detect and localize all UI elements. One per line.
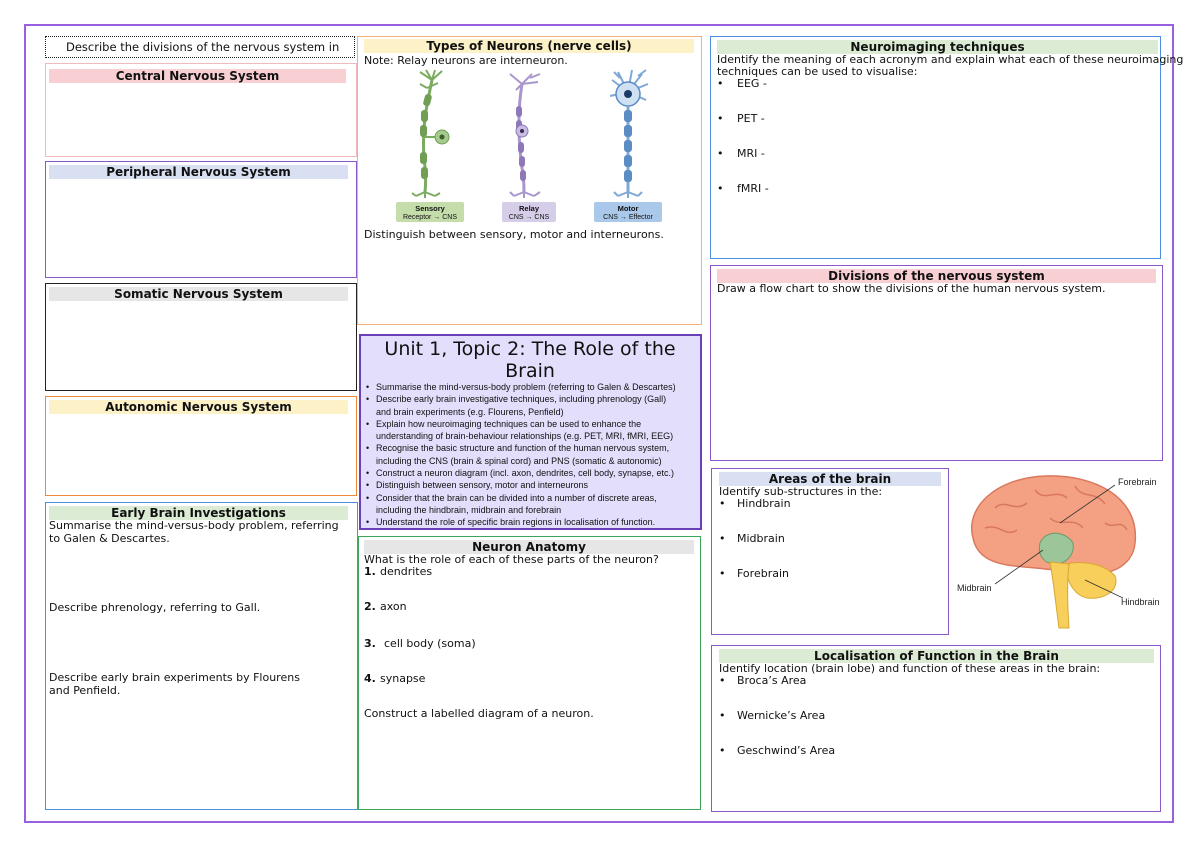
localisation-box (711, 645, 1161, 812)
objectives-list: •Summarise the mind-versus-body problem … (366, 381, 698, 529)
imaging-item-mri: •MRI - (717, 147, 765, 160)
types-title: Types of Neurons (nerve cells) (364, 39, 694, 53)
objective: Understand the role of specific brain re… (376, 517, 656, 528)
objective: understanding of brain-behaviour relatio… (376, 431, 674, 442)
types-distinguish: Distinguish between sensory, motor and i… (364, 228, 664, 241)
somatic-title: Somatic Nervous System (49, 287, 348, 301)
imaging-item-fmri: •fMRI - (717, 182, 769, 195)
types-note: Note: Relay neurons are interneuron. (364, 54, 568, 67)
relay-label: Relay (519, 204, 540, 213)
divisions-draw-prompt: Draw a flow chart to show the divisions … (717, 282, 1106, 295)
anatomy-item-1: 1.dendrites (364, 565, 433, 578)
areas-prompt: Identify sub-structures in the: (719, 485, 883, 498)
localisation-title: Localisation of Function in the Brain (719, 649, 1154, 663)
hindbrain-region (1064, 562, 1117, 599)
imaging-box (710, 36, 1161, 259)
cns-title: Central Nervous System (49, 69, 346, 83)
objective: and brain experiments (e.g. Flourens, Pe… (376, 406, 564, 417)
types-box (357, 36, 702, 325)
early-box (45, 502, 358, 810)
anatomy-item-3: 3.cell body (soma) (364, 637, 476, 650)
anatomy-item-2: 2.axon (364, 600, 407, 613)
early-title: Early Brain Investigations (49, 506, 348, 520)
motor-sub: CNS → Effector (603, 214, 653, 221)
objective: Consider that the brain can be divided i… (376, 492, 657, 503)
page-frame (24, 24, 1174, 823)
sensory-label: Sensory (415, 204, 445, 213)
relay-sub: CNS → CNS (509, 214, 550, 221)
anatomy-item-4: 4.synapse (364, 672, 426, 685)
localisation-item-broca: •Broca’s Area (719, 674, 807, 687)
somatic-box (45, 283, 357, 391)
pns-box (45, 161, 357, 278)
anatomy-construct: Construct a labelled diagram of a neuron… (364, 707, 594, 720)
localisation-item-geschwind: •Geschwind’s Area (719, 744, 836, 757)
objective: including the CNS (brain & spinal cord) … (376, 455, 662, 466)
imaging-item-pet: •PET - (717, 112, 765, 125)
objective: Construct a neuron diagram (incl. axon, … (376, 468, 674, 479)
unit-title: Unit 1, Topic 2: The Role of the Brain (360, 338, 700, 382)
cerebrum (971, 475, 1137, 575)
motor-label: Motor (618, 204, 639, 213)
areas-item-midbrain: •Midbrain (719, 532, 785, 545)
autonomic-title: Autonomic Nervous System (49, 400, 348, 414)
unit-title-line1: Unit 1, Topic 2: The Role of the (384, 338, 676, 360)
early-q2: Describe phrenology, referring to Gall. (49, 601, 261, 614)
areas-box (711, 468, 949, 635)
early-q3: Describe early brain experiments by Flou… (49, 671, 300, 697)
midbrain-label: Midbrain (957, 583, 992, 593)
objective: Describe early brain investigative techn… (376, 394, 667, 405)
anatomy-question: What is the role of each of these parts … (364, 553, 659, 566)
motor-neuron (609, 69, 649, 198)
unit-title-line2: Brain (505, 360, 555, 382)
brainstem (1049, 561, 1070, 629)
areas-title: Areas of the brain (719, 472, 941, 486)
hindbrain-label: Hindbrain (1121, 597, 1160, 607)
objective: Recognise the basic structure and functi… (376, 443, 670, 454)
divisions-title: Divisions of the nervous system (717, 269, 1156, 283)
localisation-prompt: Identify location (brain lobe) and funct… (719, 662, 1101, 675)
divisions-prompt-box (45, 36, 355, 58)
areas-item-hindbrain: •Hindbrain (719, 497, 791, 510)
objective: Explain how neuroimaging techniques can … (376, 418, 642, 429)
unit-box (359, 334, 702, 530)
imaging-item-eeg: •EEG - (717, 77, 767, 90)
forebrain-label: Forebrain (1118, 477, 1157, 487)
sensory-sub: Receptor → CNS (403, 214, 457, 221)
objective: Distinguish between sensory, motor and i… (376, 480, 588, 491)
anatomy-box (358, 536, 701, 810)
relay-neuron (509, 73, 541, 198)
imaging-line2: techniques can be used to visualise: (717, 65, 918, 78)
objective: Summarise the mind-versus-body problem (… (376, 382, 676, 392)
early-q1: Summarise the mind-versus-body problem, … (49, 519, 339, 545)
imaging-line1: Identify the meaning of each acronym and… (717, 53, 1184, 66)
imaging-title: Neuroimaging techniques (717, 40, 1158, 54)
divisions-prompt: Describe the divisions of the nervous sy… (66, 40, 340, 54)
sensory-neuron (411, 69, 450, 198)
neuron-types-figure: Sensory Receptor → CNS Relay CNS → CNS M… (396, 69, 662, 222)
pns-title: Peripheral Nervous System (49, 165, 348, 179)
anatomy-title: Neuron Anatomy (364, 540, 694, 554)
divisions-box (710, 265, 1163, 461)
midbrain-region (1038, 532, 1074, 565)
areas-item-forebrain: •Forebrain (719, 567, 789, 580)
objective: including the hindbrain, midbrain and fo… (376, 504, 562, 515)
brain-figure: Forebrain Midbrain Hindbrain (957, 475, 1160, 629)
localisation-item-wernicke: •Wernicke’s Area (719, 709, 826, 722)
